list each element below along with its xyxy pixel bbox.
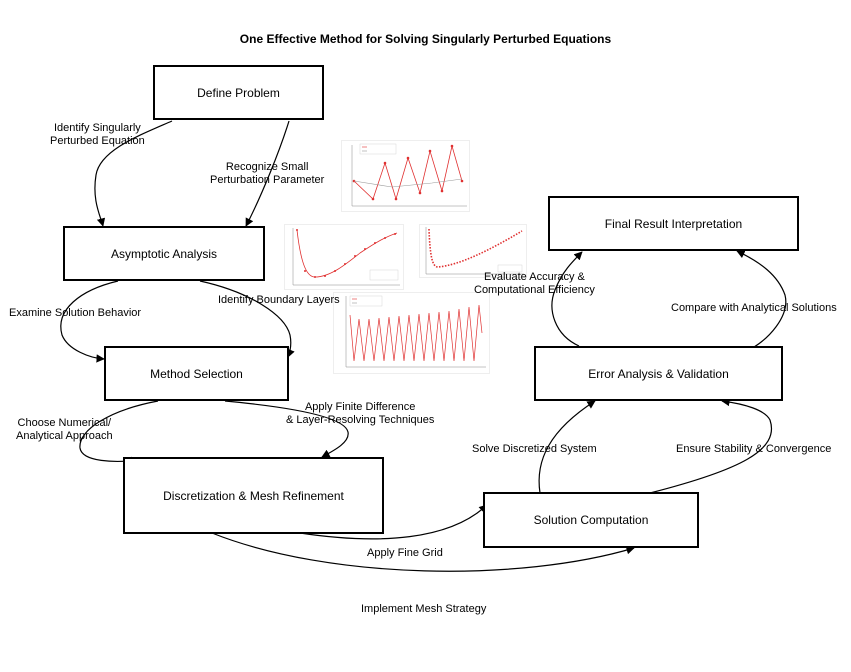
- node-define-problem: Define Problem: [153, 65, 324, 120]
- node-method-selection: Method Selection: [104, 346, 289, 401]
- thumbnail-plot-2: [284, 224, 404, 290]
- node-final-result: Final Result Interpretation: [548, 196, 799, 251]
- plot-1-graphic: [351, 143, 467, 207]
- edge-define-asymptotic-right: [245, 120, 290, 227]
- label-implement-mesh: Implement Mesh Strategy: [361, 603, 487, 615]
- label-apply-fd: Apply Finite Difference& Layer-Resolving…: [286, 401, 435, 426]
- thumbnail-plot-4: [333, 292, 490, 374]
- diagram-title: One Effective Method for Solving Singula…: [239, 32, 612, 46]
- edge-asymptotic-method-right: [199, 280, 295, 358]
- label-evaluate-accuracy: Evaluate Accuracy &Computational Efficie…: [474, 271, 595, 296]
- node-asymptotic-analysis: Asymptotic Analysis: [63, 226, 265, 281]
- label-compare-analytical: Compare with Analytical Solutions: [671, 302, 837, 314]
- node-error-analysis: Error Analysis & Validation: [534, 346, 783, 401]
- edge-discretization-solution-lower: [211, 532, 635, 572]
- label-apply-grid: Apply Fine Grid: [367, 547, 443, 559]
- edge-error-final-left: [551, 251, 583, 347]
- thumbnail-plot-1: [341, 140, 470, 212]
- node-discretization: Discretization & Mesh Refinement: [123, 457, 384, 534]
- label-examine-behavior: Examine Solution Behavior: [9, 307, 142, 319]
- edge-solution-error-left: [538, 400, 596, 494]
- node-solution-computation: Solution Computation: [483, 492, 699, 548]
- label-choose-approach: Choose Numerical/Analytical Approach: [16, 417, 113, 442]
- plot-2-graphic: [292, 228, 400, 286]
- label-solve-system: Solve Discretized System: [472, 443, 597, 455]
- label-identify-layers: Identify Boundary Layers: [218, 294, 340, 306]
- edge-method-discretization-left: [79, 400, 159, 466]
- label-ensure-stability: Ensure Stability & Convergence: [676, 443, 832, 455]
- edge-discretization-solution-upper: [299, 504, 488, 540]
- edge-error-final-right: [736, 250, 787, 353]
- edge-method-discretization-right: [224, 400, 349, 458]
- plot-3-graphic: [425, 227, 524, 275]
- edge-asymptotic-method-left: [60, 280, 119, 363]
- edge-define-asymptotic-left: [94, 120, 173, 227]
- thumbnail-plot-3: [419, 224, 527, 278]
- edge-solution-error-right: [649, 397, 772, 494]
- plot-4-graphic: [345, 295, 486, 368]
